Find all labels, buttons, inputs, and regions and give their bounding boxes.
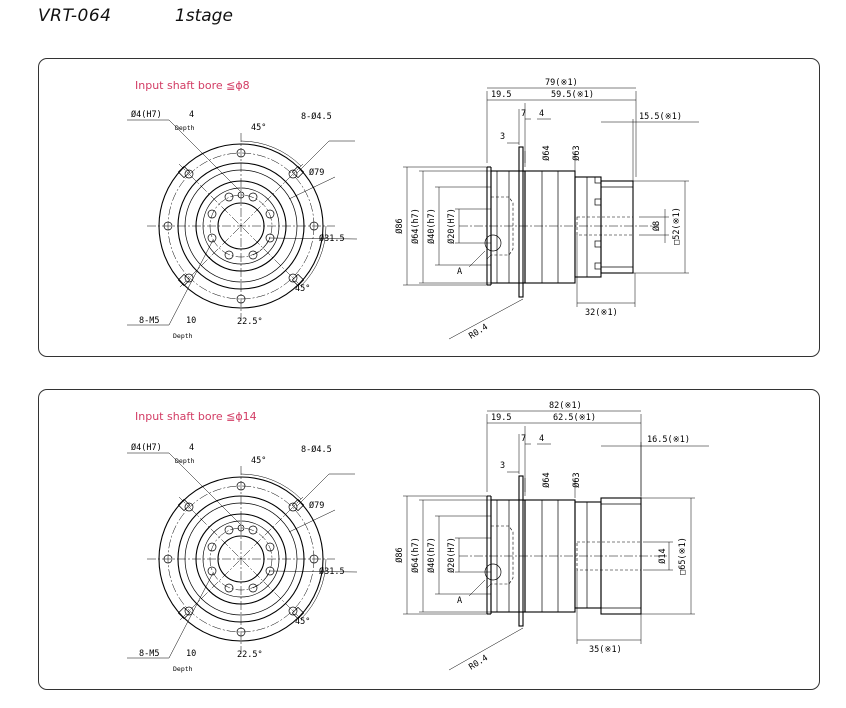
- model-name: VRT-064: [38, 6, 112, 26]
- dia-20H7-label: Ø20(H7): [446, 208, 457, 244]
- bore-pcd-label: Ø31.5: [319, 566, 345, 577]
- pin-depth-word: Depth: [175, 124, 195, 132]
- radius-label: R0.4: [467, 653, 490, 672]
- body-length-label: 59.5(※1): [551, 90, 594, 100]
- dia-64h7-label: Ø64(h7): [410, 208, 421, 244]
- pin-hole-label: Ø4(H7): [131, 442, 162, 453]
- adapter-length-label: 16.5(※1): [647, 435, 690, 445]
- mount-holes-label: 8-Ø4.5: [301, 444, 332, 455]
- tap-label: 8-M5: [139, 316, 159, 326]
- drawing-panel-2: Input shaft bore ≦ϕ14: [38, 389, 820, 690]
- overall-length-label: 79(※1): [545, 78, 578, 88]
- dia-64-label: Ø64: [541, 145, 552, 160]
- detail-a-label: A: [457, 267, 462, 277]
- side-view: [403, 87, 699, 340]
- dia-86-label: Ø86: [394, 218, 405, 233]
- dia-20H7-label: Ø20(H7): [446, 537, 457, 573]
- tap-depth-word: Depth: [173, 332, 193, 340]
- overall-length-label: 82(※1): [549, 401, 582, 411]
- dimension-drawing-2: Ø4(H7) 4 Depth 8-Ø4.5 45° Ø79 Ø31.5 45° …: [127, 401, 709, 673]
- thickness-4-label: 4: [539, 109, 544, 119]
- flange-length-label: 19.5: [491, 90, 511, 100]
- bore-pcd-label: Ø31.5: [319, 233, 345, 244]
- front-view: [127, 119, 358, 326]
- dia-63-label: Ø63: [571, 145, 582, 160]
- tap-depth-value: 10: [186, 649, 196, 659]
- pin-hole-label: Ø4(H7): [131, 109, 162, 120]
- pin-depth-word: Depth: [175, 457, 195, 465]
- stage-label: 1stage: [174, 6, 233, 26]
- dia-64h7-label: Ø64(h7): [410, 537, 421, 573]
- bore-note: Input shaft bore ≦ϕ14: [135, 410, 257, 423]
- angle-small-label: 22.5°: [237, 317, 263, 327]
- drawing-title: VRT-064 1stage: [38, 6, 233, 26]
- dia-86-label: Ø86: [394, 547, 405, 562]
- dia-63-label: Ø63: [571, 472, 582, 487]
- shaft-bore-label: Ø14: [657, 548, 668, 563]
- dia-64-label: Ø64: [541, 472, 552, 487]
- angle-bottom-label: 45°: [295, 617, 310, 627]
- detail-a-label: A: [457, 596, 462, 606]
- tap-depth-word: Depth: [173, 665, 193, 673]
- body-length-label: 62.5(※1): [553, 413, 596, 423]
- bore-note: Input shaft bore ≦ϕ8: [135, 79, 250, 92]
- pcd-label: Ø79: [309, 500, 324, 511]
- angle-small-label: 22.5°: [237, 650, 263, 660]
- pin-depth-value: 4: [189, 110, 194, 120]
- side-view: [403, 410, 709, 671]
- dia-40h7-label: Ø40(h7): [426, 208, 437, 244]
- angle-top-label: 45°: [251, 123, 266, 133]
- dia-40h7-label: Ø40(h7): [426, 537, 437, 573]
- dimension-drawing-1: Ø4(H7) 4 Depth 8-Ø4.5 45° Ø79 Ø31.5 45° …: [127, 78, 699, 342]
- mount-holes: [163, 481, 319, 637]
- tap-holes: [207, 191, 275, 260]
- tap-label: 8-M5: [139, 649, 159, 659]
- front-view: [127, 452, 358, 659]
- adapter-square-label: □52(※1): [672, 207, 682, 245]
- angle-top-label: 45°: [251, 456, 266, 466]
- shaft-length-label: 32(※1): [585, 308, 618, 318]
- adapter-square-label: □65(※1): [678, 537, 688, 575]
- mount-holes: [163, 148, 319, 304]
- radius-label: R0.4: [467, 322, 490, 341]
- pcd-label: Ø79: [309, 167, 324, 178]
- shaft-length-label: 35(※1): [589, 645, 622, 655]
- mount-holes-label: 8-Ø4.5: [301, 111, 332, 122]
- flange-length-label: 19.5: [491, 413, 511, 423]
- tap-depth-value: 10: [186, 316, 196, 326]
- thickness-7-label: 7: [521, 434, 526, 444]
- angle-bottom-label: 45°: [295, 284, 310, 294]
- shaft-bore-label: Ø8: [651, 221, 662, 231]
- thickness-3-label: 3: [500, 132, 505, 142]
- thickness-7-label: 7: [521, 109, 526, 119]
- thickness-4-label: 4: [539, 434, 544, 444]
- thickness-3-label: 3: [500, 461, 505, 471]
- drawing-panel-1: Input shaft bore ≦ϕ8: [38, 58, 820, 357]
- pin-depth-value: 4: [189, 443, 194, 453]
- adapter-length-label: 15.5(※1): [639, 112, 682, 122]
- corner-slots: [177, 165, 305, 287]
